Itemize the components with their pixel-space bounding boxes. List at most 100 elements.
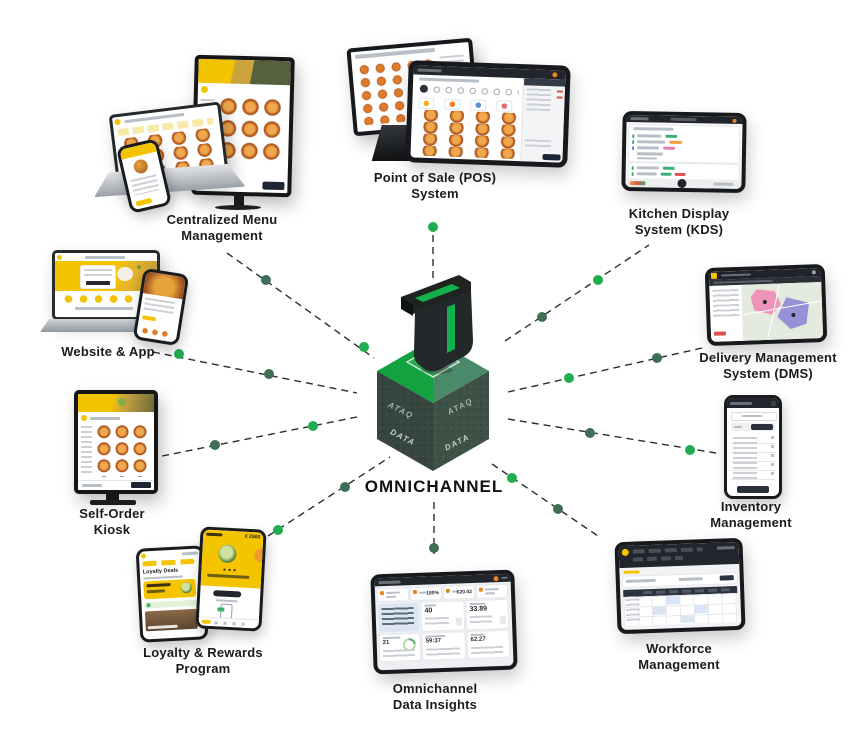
loyalty2-hero: € 2500	[200, 529, 267, 589]
label-insights: Omnichannel Data Insights	[340, 681, 530, 714]
inventory-header	[727, 398, 779, 408]
website-phone-items	[139, 326, 171, 339]
label-insights-line2: Data Insights	[392, 697, 478, 713]
dot-menu-1	[261, 275, 271, 285]
pos-category-4	[496, 100, 513, 112]
dms-pin-2	[791, 312, 796, 318]
menu-monitor-base	[215, 205, 261, 210]
insights-amount: €20.02	[456, 589, 473, 596]
dms-tablet	[704, 263, 828, 347]
dot-website-2	[264, 369, 274, 379]
inventory-phone	[724, 395, 782, 499]
insights-avatar	[493, 576, 499, 582]
insights-tablet: 180% €20.02 40 3	[370, 569, 518, 675]
dot-menu-2	[359, 342, 369, 352]
website-herb	[137, 265, 141, 269]
loyalty2-how-link	[215, 599, 238, 603]
loyalty1-avocado-icon	[180, 581, 192, 594]
loyalty2-cta-button	[213, 590, 242, 598]
workforce-toolbar	[618, 541, 740, 569]
kds-tablet	[621, 110, 747, 194]
label-kiosk: Self-Order Kiosk	[17, 506, 207, 539]
kds-order-card-1	[628, 125, 740, 163]
pos-tab-row	[419, 77, 480, 83]
label-website-app: Website & App	[13, 344, 203, 360]
kiosk-logo-dot	[81, 415, 87, 421]
menu-monitor-stand	[234, 194, 244, 206]
pos-category-2	[444, 98, 461, 111]
kds-center-button	[677, 178, 687, 189]
pos-category-3	[470, 99, 487, 111]
label-menu-management: Centralized Menu Management	[127, 212, 317, 245]
loyalty1-reward-row	[144, 599, 197, 609]
dot-kiosk-1	[210, 440, 220, 450]
insights-m3: 62.27	[470, 636, 486, 644]
insights-metric-card-1: 21	[379, 633, 421, 662]
workforce-logo-circle	[621, 548, 629, 557]
website-modal-button	[86, 281, 110, 285]
pos-order-panel	[520, 78, 566, 163]
cube-texture-right	[433, 371, 489, 471]
kiosk-hero	[78, 394, 154, 412]
pos-totals	[524, 139, 552, 151]
dot-inventory-1	[585, 428, 595, 438]
kiosk-sidebar	[81, 426, 92, 474]
kds-topbar	[626, 114, 743, 125]
label-pos: Point of Sale (POS) System	[340, 170, 530, 203]
menu-phone-food-photo	[132, 158, 150, 175]
dot-workforce-2	[553, 504, 563, 514]
website-laptop-screen	[52, 250, 160, 320]
line-inventory	[507, 418, 717, 454]
insights-revenue: 33.89	[469, 605, 488, 614]
menu-cta-button	[262, 181, 285, 191]
menu-hero-photo	[198, 58, 291, 86]
website-plate	[117, 267, 133, 281]
workforce-schedule-grid	[623, 593, 739, 626]
label-loyalty: Loyalty & Rewards Program	[108, 645, 298, 678]
menu-phone-text	[130, 174, 160, 196]
website-nav	[85, 256, 125, 259]
label-inventory-line2: Management	[710, 515, 792, 531]
insights-orders-card: 40	[421, 601, 465, 631]
workforce-shift-4	[681, 615, 695, 623]
line-kiosk	[161, 416, 358, 457]
dms-logo-square	[710, 272, 718, 279]
kiosk-nav	[90, 417, 120, 420]
label-workforce-line1: Workforce	[646, 641, 712, 656]
inventory-search	[731, 412, 777, 421]
insights-pct: 180%	[426, 590, 440, 597]
dot-inventory-2	[685, 445, 695, 455]
loyalty1-header-icons	[181, 551, 198, 556]
loyalty1-chips	[142, 558, 195, 567]
dms-side-panel	[709, 284, 745, 342]
label-dms-line2: System (DMS)	[723, 366, 813, 382]
label-pos-line2: System	[411, 186, 459, 202]
loyalty1-title: Loyalty Deals	[142, 567, 179, 576]
loyalty2-carousel-dots	[223, 568, 236, 572]
label-kds: Kitchen Display System (KDS)	[584, 206, 774, 239]
insights-m2: 59:37	[425, 638, 442, 645]
kiosk-checkout-button	[131, 482, 151, 488]
line-menu	[226, 252, 375, 359]
kiosk-stand	[106, 490, 119, 501]
pos-step-circles	[418, 83, 519, 99]
kds-avatar	[732, 118, 737, 123]
dot-pos	[428, 222, 438, 232]
loyalty2-avocado-icon	[217, 544, 237, 564]
workforce-filter-card	[622, 573, 737, 587]
loyalty-phone-2: € 2500	[195, 526, 267, 632]
label-workforce: Workforce Management	[584, 641, 774, 674]
label-inventory-line1: Inventory	[720, 499, 782, 514]
label-insights-line1: Omnichannel	[392, 681, 478, 696]
label-inventory: Inventory Management	[656, 499, 846, 532]
label-kds-line2: System (KDS)	[634, 222, 724, 238]
line-dms	[507, 347, 703, 393]
website-phone-text	[143, 297, 175, 316]
cube-texture-left	[377, 371, 433, 471]
workforce-overview-label	[623, 570, 640, 574]
label-kiosk-line2: Kiosk	[93, 522, 131, 538]
menu-logo-dot	[200, 85, 209, 94]
dms-alert-badge	[713, 331, 727, 336]
loyalty2-orange-icon	[253, 548, 267, 563]
